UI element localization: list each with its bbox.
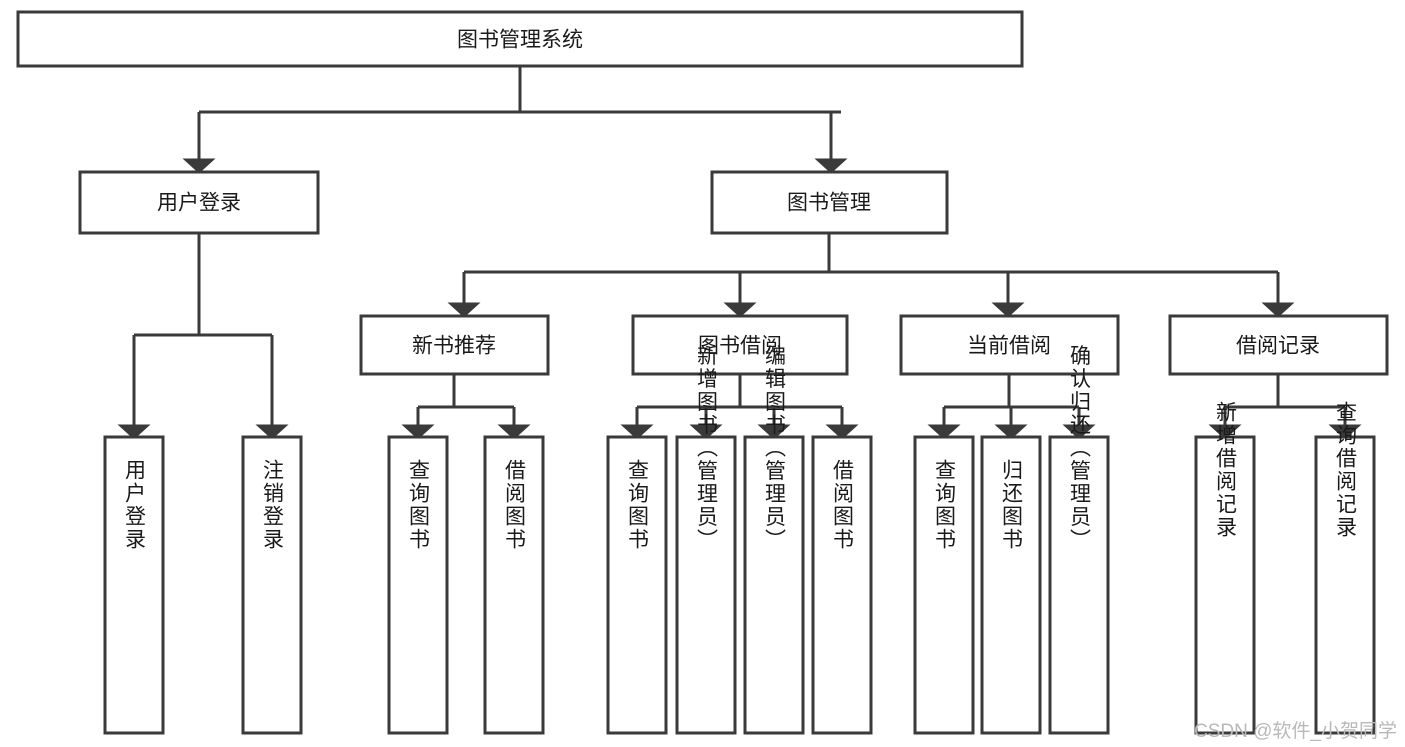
node-book-borrow-label: 图书借阅 — [698, 335, 782, 358]
node-borrow-record[interactable]: 借阅记录 — [1168, 314, 1389, 376]
leaf-br-add-record-box — [1194, 435, 1256, 735]
leaf-br-query-record[interactable]: 查询借阅记录 — [1314, 401, 1376, 735]
leaf-bb-borrow-book[interactable]: 借阅图书 — [811, 435, 873, 735]
leaf-logout[interactable]: 注销登录 — [241, 435, 303, 735]
leaf-logout-box — [241, 435, 303, 735]
node-new-book-recommend-box — [359, 314, 550, 376]
leaf-bb-query-book-box — [606, 435, 668, 735]
leaf-cb-query-book-box — [913, 435, 975, 735]
leaf-user-login-label: 用户登录 — [123, 459, 147, 551]
leaf-cb-return-book[interactable]: 归还图书 — [980, 435, 1042, 735]
leaf-br-query-record-label: 查询借阅记录 — [1334, 401, 1358, 539]
leaf-bb-edit-book-label: 编辑图书（管理员） — [763, 345, 787, 552]
leaf-cb-confirm-return-box — [1048, 435, 1110, 735]
leaf-bb-edit-book-box — [743, 435, 805, 735]
node-user-login[interactable]: 用户登录 — [78, 170, 320, 235]
leaf-bb-add-book-label: 新增图书（管理员） — [695, 345, 719, 552]
leaf-nbr-query-book[interactable]: 查询图书 — [387, 435, 449, 735]
leaf-user-login-box — [103, 435, 165, 735]
leaf-br-query-record-box — [1314, 435, 1376, 735]
leaf-nbr-borrow-book-label: 借阅图书 — [503, 459, 527, 551]
leaf-nbr-borrow-book[interactable]: 借阅图书 — [483, 435, 545, 735]
leaf-bb-borrow-book-label: 借阅图书 — [831, 459, 855, 551]
node-book-management[interactable]: 图书管理 — [710, 170, 949, 235]
node-book-management-box — [710, 170, 949, 235]
leaf-bb-edit-book[interactable]: 编辑图书（管理员） — [743, 345, 805, 735]
node-book-borrow[interactable]: 图书借阅 — [631, 314, 849, 376]
node-current-borrow[interactable]: 当前借阅 — [899, 314, 1120, 376]
leaf-bb-borrow-book-box — [811, 435, 873, 735]
leaf-nbr-borrow-book-box — [483, 435, 545, 735]
leaf-br-add-record-label: 新增借阅记录 — [1214, 401, 1238, 539]
node-borrow-record-label: 借阅记录 — [1236, 335, 1320, 358]
node-root-box — [16, 10, 1024, 68]
node-user-login-label: 用户登录 — [157, 192, 241, 215]
leaf-cb-query-book-label: 查询图书 — [933, 459, 957, 551]
leaf-logout-label: 注销登录 — [261, 459, 285, 551]
leaf-bb-add-book[interactable]: 新增图书（管理员） — [675, 345, 737, 735]
leaf-nbr-query-book-box — [387, 435, 449, 735]
node-new-book-recommend[interactable]: 新书推荐 — [359, 314, 550, 376]
node-root[interactable]: 图书管理系统 — [16, 10, 1024, 68]
node-book-borrow-box — [631, 314, 849, 376]
leaf-cb-confirm-return-label: 确认归还（管理员） — [1068, 345, 1092, 552]
leaf-cb-confirm-return[interactable]: 确认归还（管理员） — [1048, 345, 1110, 735]
leaf-br-add-record[interactable]: 新增借阅记录 — [1194, 401, 1256, 735]
leaf-nbr-query-book-label: 查询图书 — [407, 459, 431, 551]
node-root-label: 图书管理系统 — [457, 29, 583, 52]
node-current-borrow-label: 当前借阅 — [967, 335, 1051, 358]
node-current-borrow-box — [899, 314, 1120, 376]
leaf-bb-query-book[interactable]: 查询图书 — [606, 435, 668, 735]
node-book-management-label: 图书管理 — [787, 192, 871, 215]
leaf-cb-return-book-box — [980, 435, 1042, 735]
leaf-user-login[interactable]: 用户登录 — [103, 435, 165, 735]
leaf-cb-return-book-label: 归还图书 — [1000, 459, 1024, 551]
node-new-book-recommend-label: 新书推荐 — [412, 335, 496, 358]
leaf-bb-add-book-box — [675, 435, 737, 735]
leaf-bb-query-book-label: 查询图书 — [626, 459, 650, 551]
leaf-cb-query-book[interactable]: 查询图书 — [913, 435, 975, 735]
node-borrow-record-box — [1168, 314, 1389, 376]
